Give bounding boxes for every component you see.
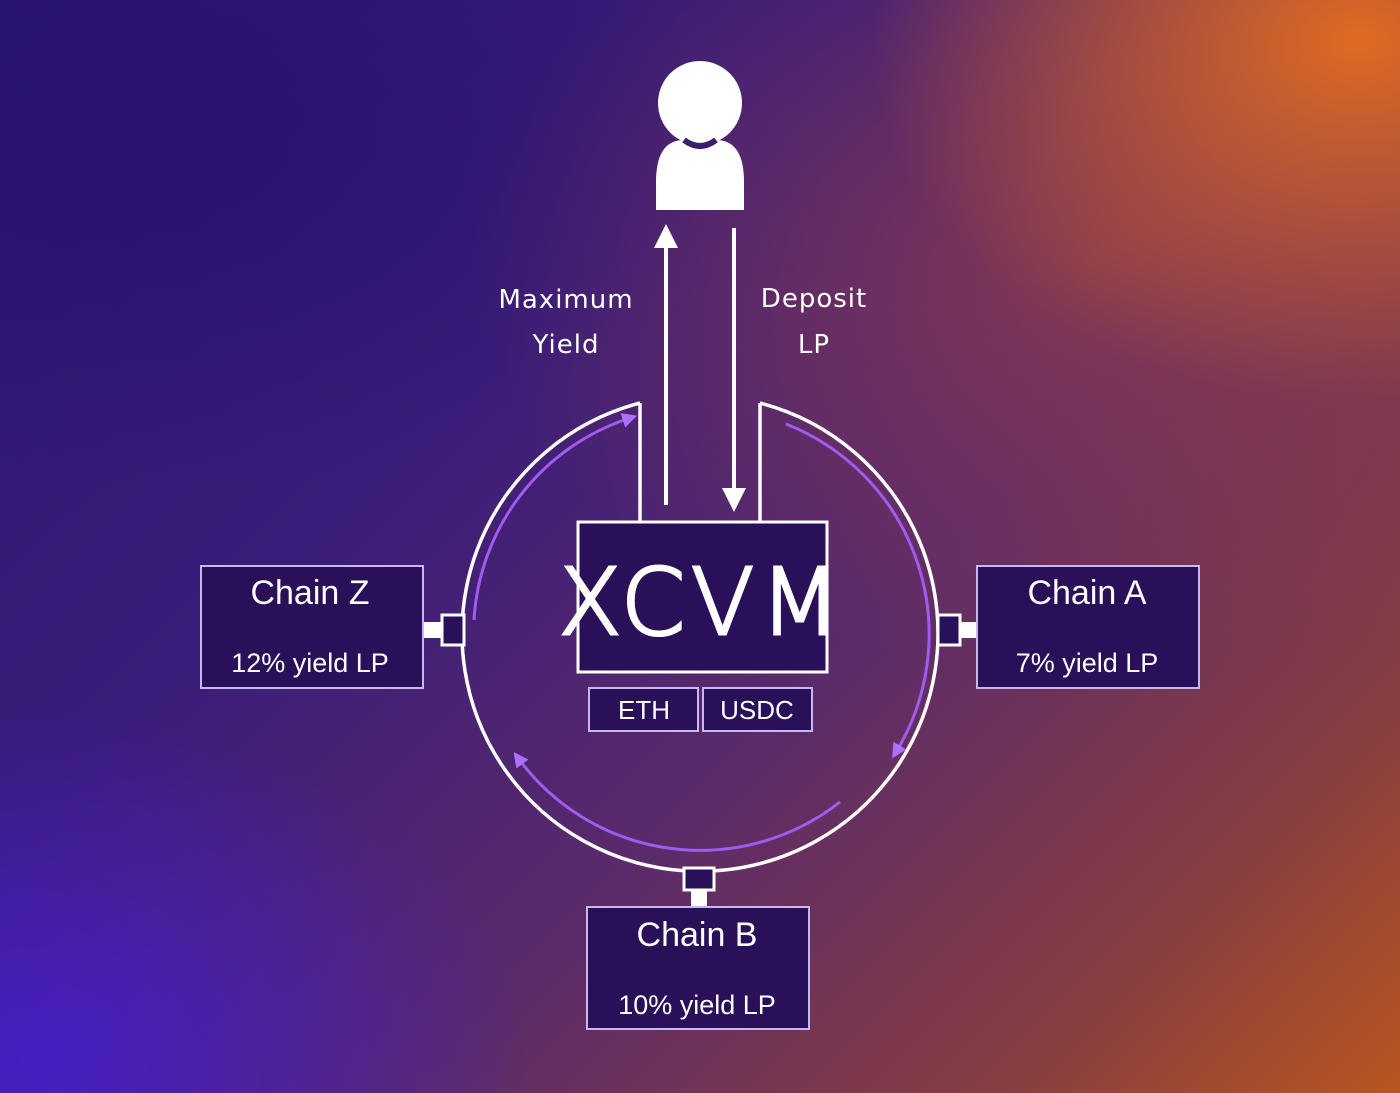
user-icon xyxy=(656,61,744,210)
token-usdc-label: USDC xyxy=(720,695,794,725)
connector-left xyxy=(424,613,466,647)
connector-bottom xyxy=(682,866,716,907)
chain-b-box: Chain B 10% yield LP xyxy=(586,906,810,1030)
chain-b-yield: 10% yield LP xyxy=(618,990,776,1020)
chain-z-box: Chain Z 12% yield LP xyxy=(200,565,424,689)
chain-b-name: Chain B xyxy=(637,916,758,954)
chain-z-name: Chain Z xyxy=(250,574,369,612)
token-eth: ETH xyxy=(588,687,699,732)
deposit-lp-label-line2: LP xyxy=(798,330,830,360)
chain-a-name: Chain A xyxy=(1027,574,1146,612)
inner-arc-bottom xyxy=(513,751,841,852)
maximum-yield-label-line1: Maximum xyxy=(498,285,633,315)
token-eth-label: ETH xyxy=(618,695,670,725)
connector-right xyxy=(936,613,978,647)
deposit-lp-label-line1: Deposit xyxy=(761,284,867,314)
chain-a-box: Chain A 7% yield LP xyxy=(976,565,1200,689)
xcvm-hub: XCVM xyxy=(557,520,846,674)
inner-arc-top-left xyxy=(472,413,638,621)
chain-a-yield: 7% yield LP xyxy=(1016,648,1159,678)
chain-z-yield: 12% yield LP xyxy=(231,648,389,678)
inner-arc-right xyxy=(785,422,931,759)
maximum-yield-label-line2: Yield xyxy=(532,330,600,360)
token-usdc: USDC xyxy=(702,687,813,732)
xcvm-title: XCVM xyxy=(559,549,846,656)
